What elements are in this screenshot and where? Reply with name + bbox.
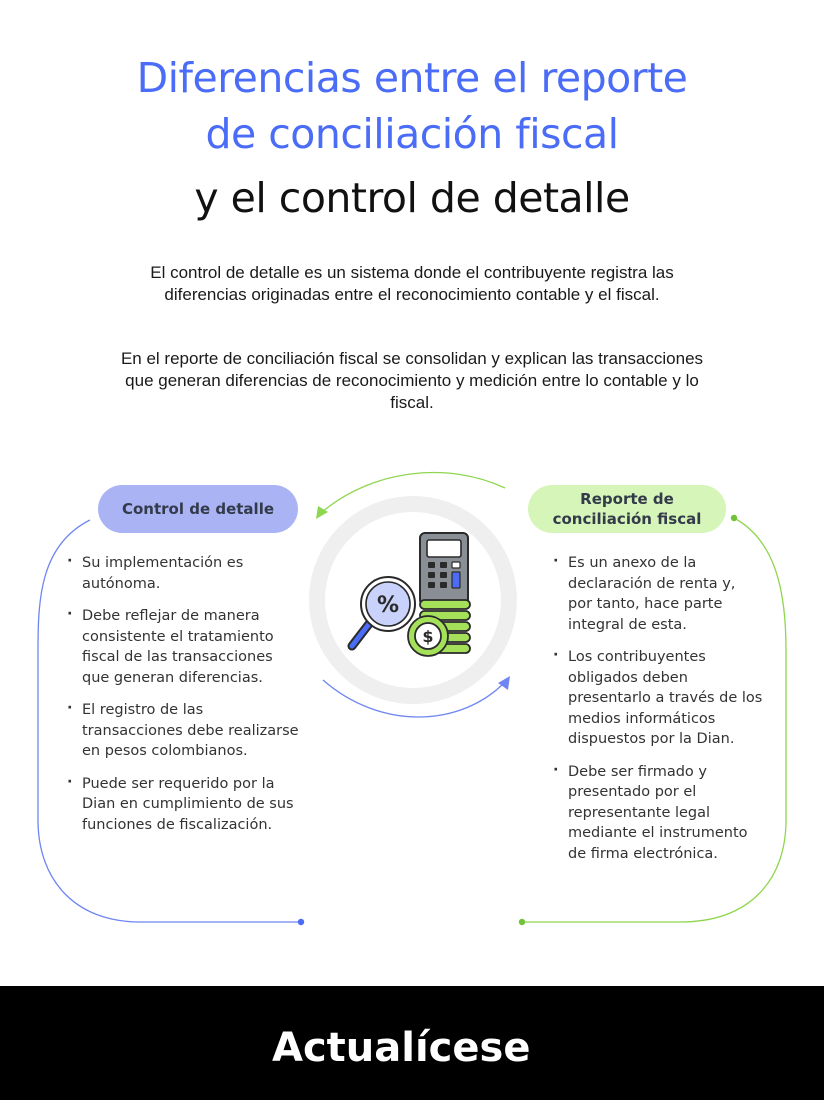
right-bracket-dot-bottom xyxy=(518,918,526,926)
center-ring xyxy=(309,496,517,704)
reporte-conciliacion-label: Reporte de conciliación fiscal xyxy=(528,485,726,533)
footer-bar xyxy=(0,986,824,1100)
title-line-1: Diferencias entre el reporte xyxy=(136,54,688,102)
magnifier-symbol: % xyxy=(377,593,399,618)
reporte-conciliacion-text-line-1: Reporte de xyxy=(580,490,674,508)
intro-paragraph-2: En el reporte de conciliación fiscal se … xyxy=(120,349,704,412)
bottom-arrow-line xyxy=(322,679,506,718)
reporte-conciliacion-list: Es un anexo de la declaración de renta y… xyxy=(553,551,763,876)
list-item: El registro de las transacciones debe re… xyxy=(67,698,299,762)
right-bracket-dot-top xyxy=(730,514,738,522)
title-line-2: de conciliación fiscal xyxy=(205,110,619,158)
control-de-detalle-label: Control de detalle xyxy=(98,485,298,533)
list-item: Es un anexo de la declaración de renta y… xyxy=(553,551,763,635)
intro-paragraph-1: El control de detalle es un sistema dond… xyxy=(150,263,674,304)
control-de-detalle-list: Su implementación es autónoma. Debe refl… xyxy=(67,551,299,847)
coin-stack-icon xyxy=(407,599,471,657)
top-arrow-head xyxy=(316,506,328,519)
list-item: Debe ser firmado y presentado por el rep… xyxy=(553,760,763,865)
calculator-icon xyxy=(419,532,469,606)
right-bracket-line xyxy=(522,517,787,923)
title-line-3: y el control de detalle xyxy=(194,174,630,222)
coin-symbol: $ xyxy=(422,627,433,646)
list-item: Debe reflejar de manera consistente el t… xyxy=(67,604,299,688)
control-de-detalle-text: Control de detalle xyxy=(121,500,275,518)
bottom-arrow-head xyxy=(498,676,510,690)
left-bracket-line xyxy=(37,519,300,923)
top-arrow-line xyxy=(321,471,506,513)
magnifier-percent-icon xyxy=(347,576,416,651)
left-bracket-dot xyxy=(297,918,305,926)
list-item: Puede ser requerido por la Dian en cumpl… xyxy=(67,772,299,836)
list-item: Su implementación es autónoma. xyxy=(67,551,299,594)
brand-logo: Actualícese xyxy=(272,1025,531,1071)
reporte-conciliacion-text-line-2: conciliación fiscal xyxy=(552,510,702,528)
list-item: Los contribuyentes obligados deben prese… xyxy=(553,645,763,750)
